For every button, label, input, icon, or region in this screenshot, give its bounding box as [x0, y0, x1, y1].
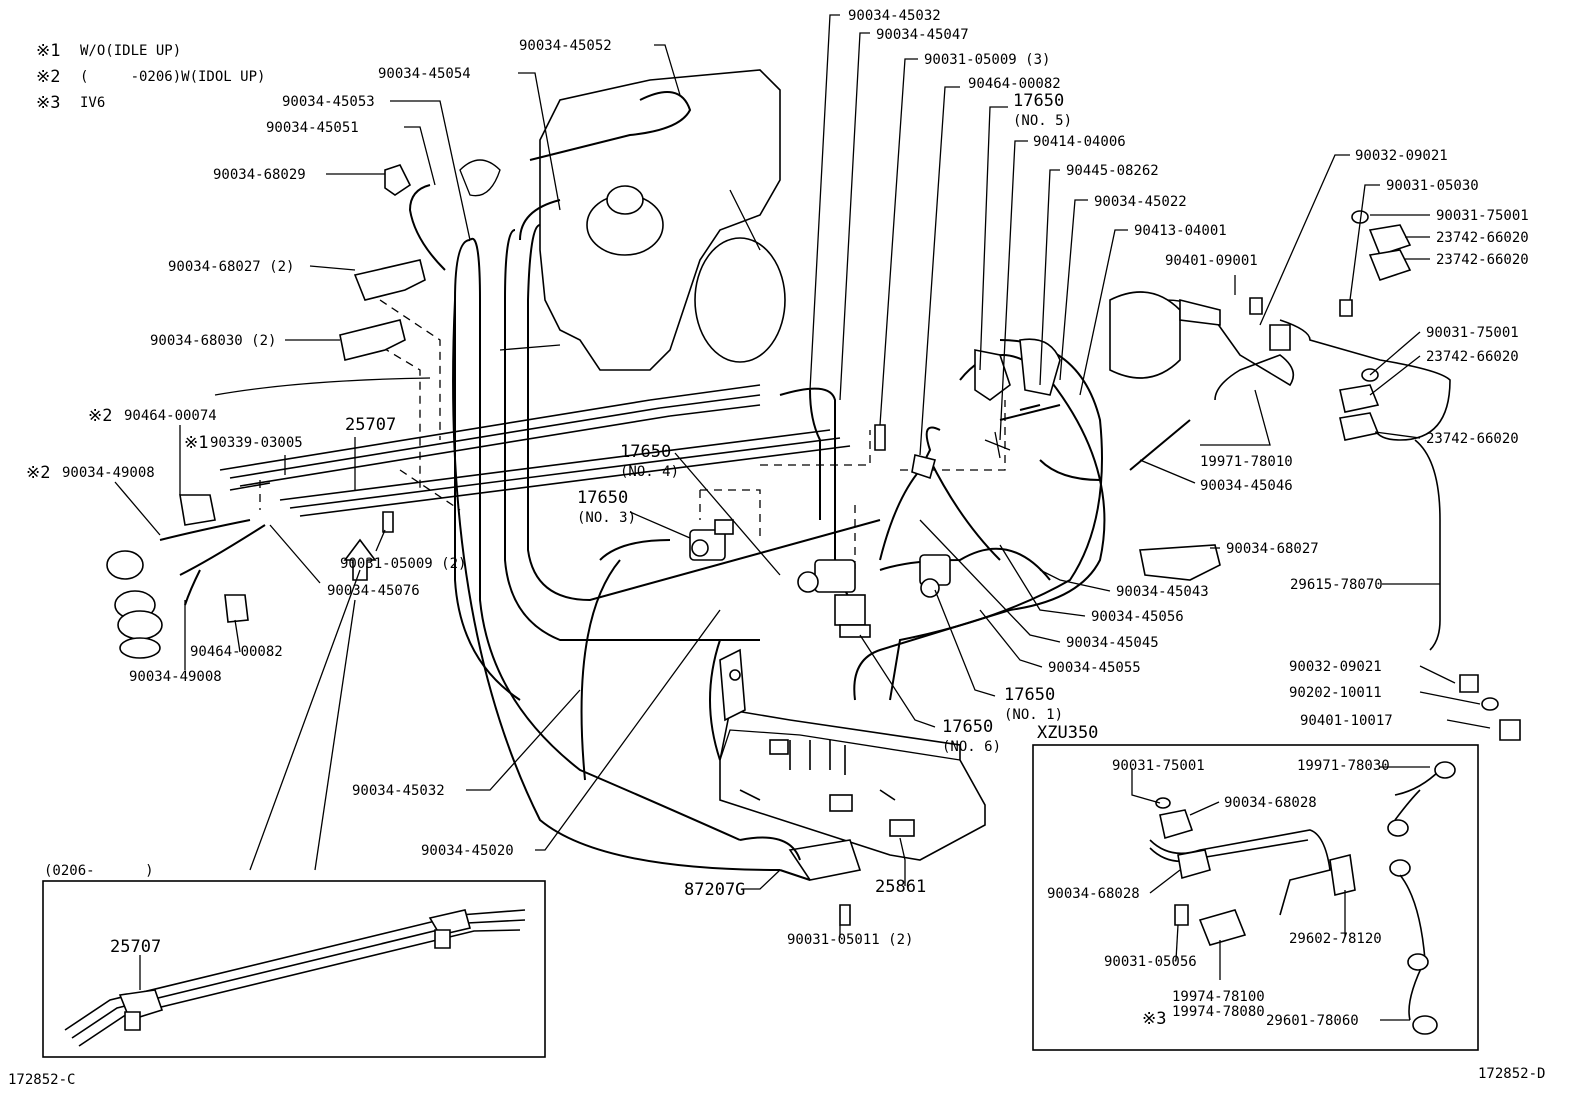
note-text-3: IV6: [80, 95, 105, 111]
label-87207g: 87207G: [684, 880, 745, 900]
label-90034-45047: 90034-45047: [876, 27, 969, 43]
label-xzu-90031-75001: 90031-75001: [1112, 758, 1205, 774]
note-mark-3: ※3: [36, 93, 60, 113]
mounting-bracket: [719, 648, 986, 881]
label-90401-09001: 90401-09001: [1165, 253, 1258, 269]
label-19971-78010: 19971-78010: [1200, 454, 1293, 470]
label-23742-66020-d: 23742-66020: [1426, 431, 1519, 447]
engine-outline: [214, 69, 786, 396]
note-text-2: ( -0206)W(IDOL UP): [80, 69, 265, 85]
label-no4: (NO. 4): [620, 464, 679, 480]
label-90031-05011-2: 90031-05011 (2): [787, 932, 913, 948]
label-no1: (NO. 1): [1004, 707, 1063, 723]
mark-3: ※3: [1142, 1009, 1166, 1029]
label-90401-10017: 90401-10017: [1300, 713, 1393, 729]
drawing-code-left: 172852-C: [8, 1072, 75, 1088]
label-xzu350: XZU350: [1037, 723, 1098, 743]
label-90464-00074: 90464-00074: [124, 408, 217, 424]
label-17650-no4: 17650: [620, 442, 671, 462]
leader-lines: [114, 14, 1491, 938]
label-90031-05009-2: 90031-05009 (2): [340, 556, 466, 572]
label-no3: (NO. 3): [577, 510, 636, 526]
part-labels: 90034-45052 90034-45054 90034-45053 9003…: [26, 8, 1529, 948]
label-90034-49008-b: 90034-49008: [129, 669, 222, 685]
label-no6: (NO. 6): [942, 739, 1001, 755]
label-90031-05030: 90031-05030: [1386, 178, 1479, 194]
label-xzu-19974-78080: 19974-78080: [1172, 1004, 1265, 1020]
label-90034-45055: 90034-45055: [1048, 660, 1141, 676]
label-17650-no3: 17650: [577, 488, 628, 508]
label-90034-68030-2: 90034-68030 (2): [150, 333, 276, 349]
label-90034-45046: 90034-45046: [1200, 478, 1293, 494]
label-90202-10011: 90202-10011: [1289, 685, 1382, 701]
inset-0206-frame: [42, 880, 546, 1058]
label-90413-04001: 90413-04001: [1134, 223, 1227, 239]
label-29615-78070: 29615-78070: [1290, 577, 1383, 593]
label-90034-45054: 90034-45054: [378, 66, 471, 82]
label-25707-a: 25707: [345, 415, 396, 435]
hose-routing: [159, 91, 1451, 871]
xzu350-frame: [1032, 744, 1479, 1051]
label-90445-08262: 90445-08262: [1066, 163, 1159, 179]
label-90414-04006: 90414-04006: [1033, 134, 1126, 150]
label-90031-05009-3: 90031-05009 (3): [924, 52, 1050, 68]
label-90034-45052: 90034-45052: [519, 38, 612, 54]
label-90034-45045: 90034-45045: [1066, 635, 1159, 651]
label-xzu-29602-78120: 29602-78120: [1289, 931, 1382, 947]
dashed-guides: [259, 299, 1006, 570]
label-xzu-19974-78100: 19974-78100: [1172, 989, 1265, 1005]
mark-1-a: ※1: [184, 433, 208, 453]
label-90034-45051: 90034-45051: [266, 120, 359, 136]
label-xzu-29601-78060: 29601-78060: [1266, 1013, 1359, 1029]
label-no5: (NO. 5): [1013, 113, 1072, 129]
label-17650-no6: 17650: [942, 717, 993, 737]
label-90034-45056: 90034-45056: [1091, 609, 1184, 625]
label-23742-66020-b: 23742-66020: [1436, 252, 1529, 268]
notes-legend: ※1 W/O(IDLE UP) ※2 ( -0206)W(IDOL UP) ※3…: [36, 41, 265, 113]
inset-0206: (0206- ) 25707: [42, 863, 546, 1058]
label-90034-45043: 90034-45043: [1116, 584, 1209, 600]
label-90034-45032-a: 90034-45032: [848, 8, 941, 24]
label-25707-b: 25707: [110, 937, 161, 957]
label-inset-0206: (0206- ): [44, 863, 154, 879]
label-90034-49008-a: 90034-49008: [62, 465, 155, 481]
note-mark-1: ※1: [36, 41, 60, 61]
mark-2-b: ※2: [26, 463, 50, 483]
label-23742-66020-c: 23742-66020: [1426, 349, 1519, 365]
label-90464-00082-a: 90464-00082: [968, 76, 1061, 92]
label-17650-no5: 17650: [1013, 91, 1064, 111]
label-90034-68027: 90034-68027: [1226, 541, 1319, 557]
label-xzu-90034-68028-b: 90034-68028: [1047, 886, 1140, 902]
label-90034-45076: 90034-45076: [327, 583, 420, 599]
label-90034-45020: 90034-45020: [421, 843, 514, 859]
label-90032-09021-b: 90032-09021: [1289, 659, 1382, 675]
drawing-code-right: 172852-D: [1478, 1066, 1545, 1082]
label-90034-68027-2: 90034-68027 (2): [168, 259, 294, 275]
label-90339-03005: 90339-03005: [210, 435, 303, 451]
label-25861: 25861: [875, 877, 926, 897]
label-17650-no1: 17650: [1004, 685, 1055, 705]
note-mark-2: ※2: [36, 67, 60, 87]
label-xzu-90034-68028-a: 90034-68028: [1224, 795, 1317, 811]
label-90032-09021-a: 90032-09021: [1355, 148, 1448, 164]
label-90031-75001-b: 90031-75001: [1426, 325, 1519, 341]
note-text-1: W/O(IDLE UP): [80, 43, 181, 59]
label-90034-68029: 90034-68029: [213, 167, 306, 183]
label-90464-00082-b: 90464-00082: [190, 644, 283, 660]
label-xzu-90031-05056: 90031-05056: [1104, 954, 1197, 970]
label-90031-75001-a: 90031-75001: [1436, 208, 1529, 224]
direction-arrow: [343, 538, 377, 581]
label-xzu-19971-78030: 19971-78030: [1297, 758, 1390, 774]
label-23742-66020-a: 23742-66020: [1436, 230, 1529, 246]
label-90034-45022: 90034-45022: [1094, 194, 1187, 210]
label-90034-45053: 90034-45053: [282, 94, 375, 110]
xzu350-inset: XZU350 90031-75001 90034-68028 90034-680…: [1032, 723, 1479, 1051]
mark-2-a: ※2: [88, 406, 112, 426]
label-90034-45032-b: 90034-45032: [352, 783, 445, 799]
